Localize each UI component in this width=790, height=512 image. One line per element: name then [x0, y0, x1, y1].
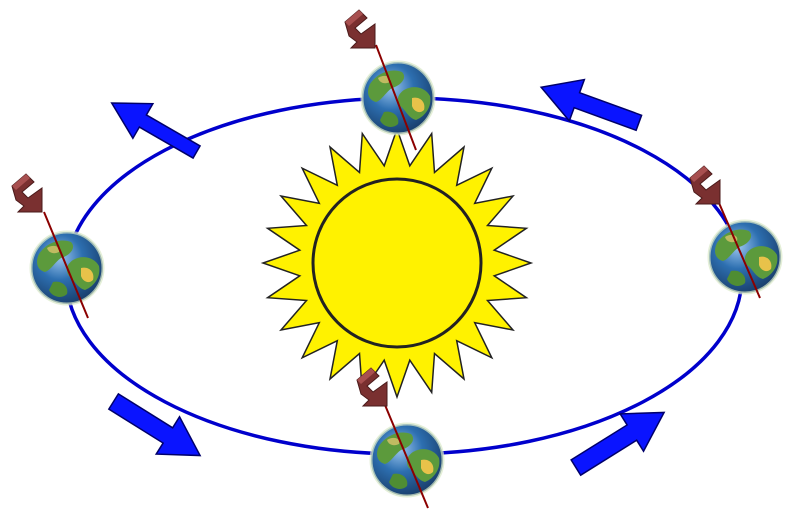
sun-disc	[313, 179, 481, 347]
rotation-arrow-icon	[12, 174, 42, 212]
earth-left	[12, 174, 103, 318]
globe-icon	[362, 62, 434, 134]
sun	[263, 129, 531, 397]
earth-top	[345, 10, 434, 150]
orbit-arrow-bottom-right	[564, 394, 676, 486]
orbit-arrow-top-right	[534, 67, 647, 144]
rotation-arrow-icon	[690, 166, 720, 204]
earth-right	[690, 166, 781, 298]
globe-icon	[709, 221, 781, 293]
rotation-arrow-icon	[345, 10, 375, 48]
